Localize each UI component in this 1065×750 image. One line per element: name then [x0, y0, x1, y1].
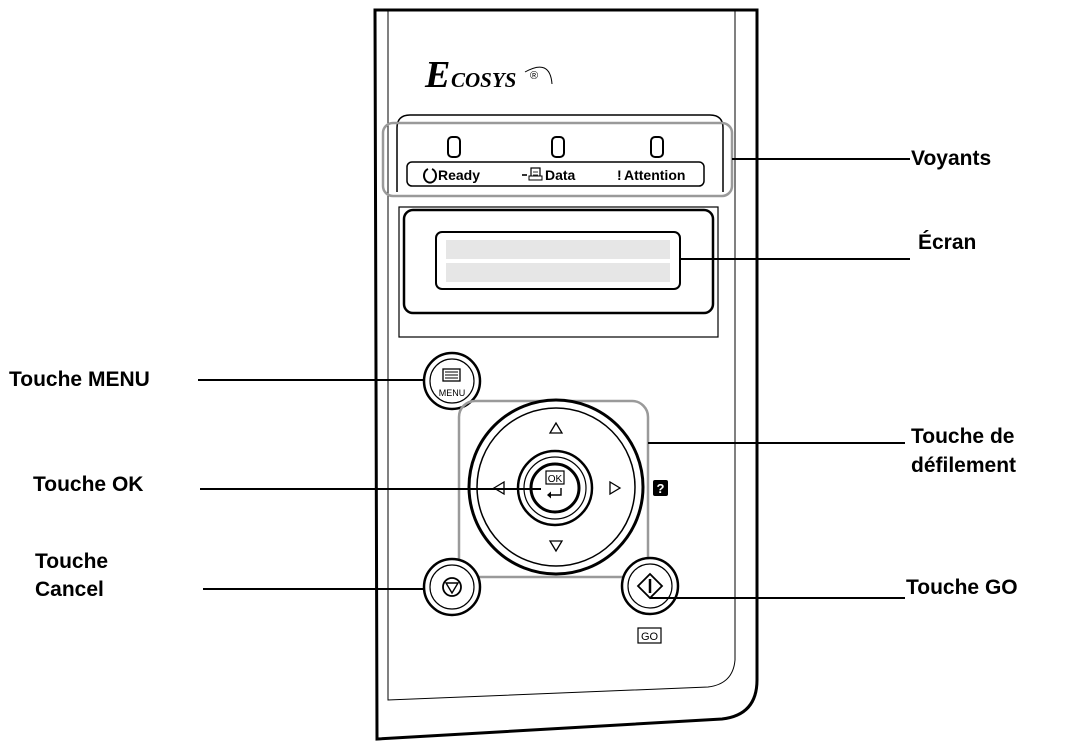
down-arrow-icon[interactable]: [548, 540, 564, 553]
callout-touche-de-line1: Touche de: [911, 425, 1015, 448]
panel-body: [373, 8, 759, 741]
callout-cancel-line2: Cancel: [35, 578, 104, 601]
callout-touche-cancel-line1: Touche: [35, 550, 109, 573]
data-led: [551, 136, 565, 158]
enter-arrow-icon: [550, 488, 562, 496]
ready-led: [447, 136, 461, 158]
callout-ecran: Écran: [918, 231, 977, 254]
help-question-icon: ?: [653, 480, 668, 496]
logo-registered-mark: ®: [530, 70, 538, 82]
ok-key[interactable]: OK: [516, 449, 594, 527]
menu-key[interactable]: MENU: [422, 351, 482, 411]
callout-defilement-line2: défilement: [911, 454, 1017, 477]
logo-letter-e: E: [424, 54, 450, 96]
lcd-display: [398, 206, 719, 338]
right-arrow-icon[interactable]: [609, 480, 622, 496]
display-line-2: [446, 263, 670, 282]
attention-label: Attention: [624, 167, 685, 183]
callout-lines: [198, 158, 910, 599]
attention-led: [650, 136, 664, 158]
svg-text:?: ?: [657, 481, 665, 496]
data-label: Data: [545, 167, 576, 183]
display-line-1: [446, 240, 670, 259]
attention-exclamation-icon: !: [617, 167, 622, 183]
up-arrow-icon[interactable]: [548, 421, 564, 434]
go-key[interactable]: [620, 556, 680, 616]
callout-touche-go: Touche GO: [906, 576, 1018, 599]
logo-letters-cosys: COSYS: [451, 68, 516, 92]
ready-label: Ready: [438, 167, 480, 183]
callout-touche-menu: Touche MENU: [9, 368, 150, 391]
cancel-key[interactable]: [422, 557, 482, 617]
ready-circle-icon: [423, 168, 437, 184]
menu-key-label: MENU: [439, 388, 466, 398]
go-label-box: GO: [637, 627, 662, 644]
data-document-icon: [522, 167, 543, 181]
callout-touche-ok: Touche OK: [33, 473, 144, 496]
go-key-label: GO: [641, 631, 659, 643]
ok-key-label: OK: [548, 474, 563, 485]
ecosys-logo: E COSYS ®: [424, 54, 553, 96]
callout-voyants: Voyants: [911, 147, 992, 170]
